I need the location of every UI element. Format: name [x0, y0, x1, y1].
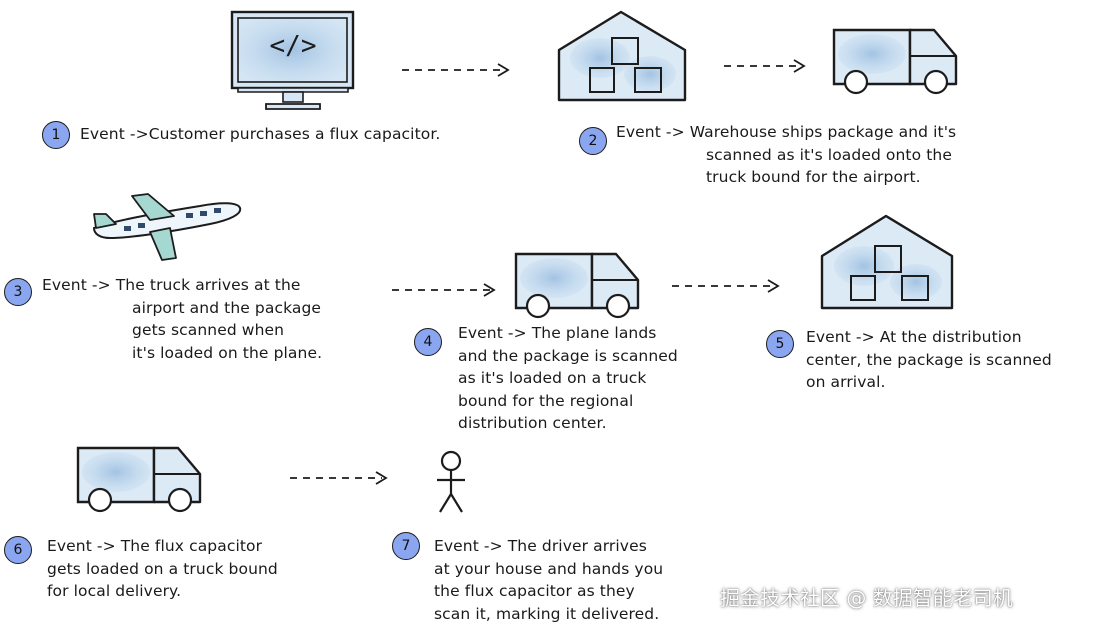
step-badge: 4 [414, 328, 442, 356]
arrow-icon [402, 63, 510, 77]
step-badge: 6 [4, 536, 32, 564]
step-text-line: distribution center. [458, 414, 607, 432]
step-badge: 5 [766, 330, 794, 358]
arrow-icon [392, 283, 496, 297]
step-text-line: for local delivery. [47, 582, 182, 600]
step-badge: 3 [4, 278, 32, 306]
step-description: Event ->Customer purchases a flux capaci… [80, 123, 440, 146]
step-text-line: Event -> The driver arrives [434, 537, 647, 555]
warehouse-icon [557, 10, 687, 102]
arrow-icon [290, 471, 388, 485]
arrow-icon [672, 279, 780, 293]
step-text-line: at your house and hands you [434, 559, 664, 578]
step-text-line: as it's loaded on a truck [458, 369, 647, 387]
step-text-line: bound for the regional [458, 391, 634, 410]
step-text-line: scan it, marking it delivered. [434, 604, 660, 623]
computer-monitor-icon: </> [230, 10, 355, 110]
step-text-line: Event -> The flux capacitor [47, 537, 263, 555]
step-text-line: scanned as it's loaded onto the [706, 145, 952, 164]
step-badge: 2 [579, 127, 607, 155]
step-description: Event -> The plane lands and the package… [458, 322, 678, 435]
step-text-line: Event -> Warehouse ships package and it'… [616, 123, 957, 141]
step-text-line: center, the package is scanned [806, 350, 1052, 369]
truck-icon [76, 446, 202, 513]
step-text-line: it's loaded on the plane. [132, 343, 323, 362]
step-text-line: Event -> The truck arrives at the [42, 276, 301, 294]
step-text-line: truck bound for the airport. [706, 168, 921, 186]
code-glyph: </> [270, 31, 317, 61]
person-icon [437, 450, 465, 513]
step-text-line: on arrival. [806, 373, 886, 391]
airplane-icon [92, 193, 242, 261]
step-text-line: gets loaded on a truck bound [47, 559, 278, 578]
step-text-line: and the package is scanned [458, 346, 678, 365]
truck-icon [514, 252, 640, 319]
step-text-line: airport and the package [132, 298, 322, 317]
step-text-line: the flux capacitor as they [434, 582, 635, 600]
step-badge: 7 [392, 532, 420, 560]
step-text-line: Event ->Customer purchases a flux capaci… [80, 125, 441, 143]
step-text-line: Event -> The plane lands [458, 324, 657, 342]
step-text-line: gets scanned when [132, 321, 285, 339]
step-description: Event -> The truck arrives at the airpor… [42, 274, 322, 364]
step-description: Event -> At the distribution center, the… [806, 326, 1052, 394]
warehouse-icon [820, 214, 954, 310]
step-description: Event -> The driver arrives at your hous… [434, 535, 663, 625]
step-text-line: Event -> At the distribution [806, 328, 1022, 346]
step-description: Event -> The flux capacitor gets loaded … [47, 535, 278, 603]
watermark-text: 掘金技术社区 @ 数据智能老司机 [720, 586, 1013, 610]
truck-icon [832, 28, 958, 95]
step-badge: 1 [42, 121, 70, 149]
arrow-icon [724, 59, 806, 73]
step-description: Event -> Warehouse ships package and it'… [616, 121, 956, 189]
